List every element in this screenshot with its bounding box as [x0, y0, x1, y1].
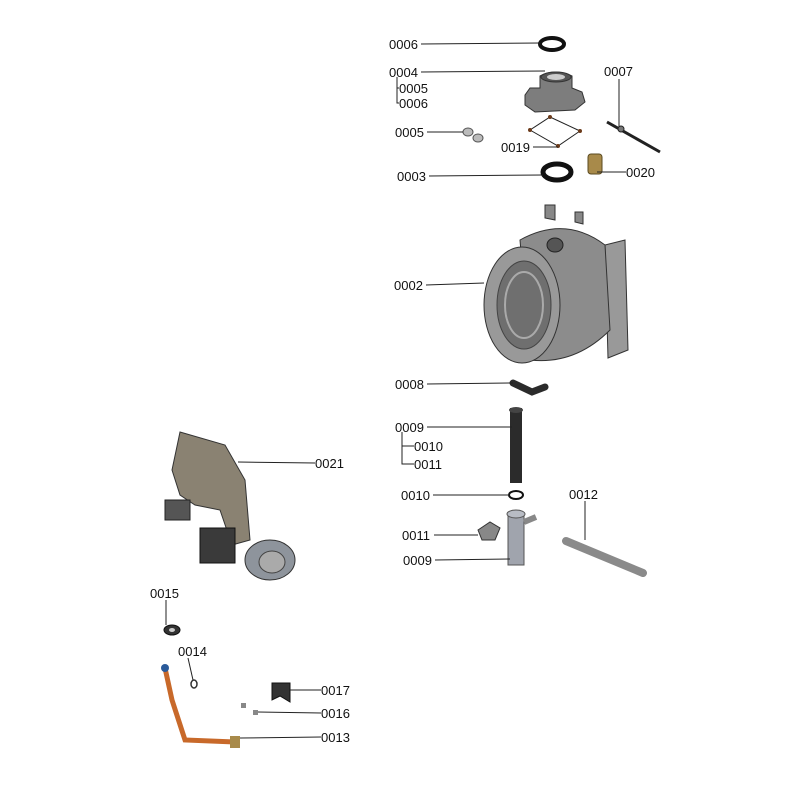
gasket-frame-0019	[528, 115, 582, 148]
label-0011: 0011	[414, 457, 442, 472]
label-0010: 0010	[414, 439, 443, 454]
label-0019: 0019	[501, 140, 530, 155]
label-0014: 0014	[178, 644, 207, 659]
screws-0016	[241, 703, 258, 715]
drain-pipe-0012	[562, 537, 647, 577]
seal-ring-0003	[540, 161, 574, 183]
label-0020: 0020	[626, 165, 655, 180]
caps-0005	[462, 127, 484, 143]
label-0004: 0004	[389, 65, 418, 80]
flue-adapter-0004	[524, 71, 586, 113]
label-0005: 0005	[395, 125, 424, 140]
label-0016: 0016	[321, 706, 350, 721]
label-0013: 0013	[321, 730, 350, 745]
label-0007: 0007	[604, 64, 633, 79]
label-0021: 0021	[315, 456, 344, 471]
label-0005: 0005	[399, 81, 428, 96]
heat-exchanger-0002	[483, 204, 629, 364]
clip-0011	[477, 521, 501, 541]
label-0009: 0009	[395, 420, 424, 435]
washer-0015	[163, 624, 181, 636]
o-ring-0006	[538, 36, 566, 52]
siphon-0009	[506, 509, 538, 566]
label-0009: 0009	[403, 553, 432, 568]
o-ring-0014	[190, 679, 198, 689]
label-0002: 0002	[394, 278, 423, 293]
label-0003: 0003	[397, 169, 426, 184]
air-vent-0020	[587, 153, 603, 175]
label-0006: 0006	[389, 37, 418, 52]
label-0012: 0012	[569, 487, 598, 502]
label-0015: 0015	[150, 586, 179, 601]
label-0008: 0008	[395, 377, 424, 392]
label-0011: 0011	[402, 528, 430, 543]
fan-assembly-0021	[164, 431, 296, 581]
label-0010: 0010	[401, 488, 430, 503]
clip-0017	[271, 682, 291, 703]
condensate-pipe-0009	[509, 407, 523, 483]
elbow-0008	[509, 379, 549, 396]
label-0017: 0017	[321, 683, 350, 698]
label-0006: 0006	[399, 96, 428, 111]
o-ring-0010	[508, 490, 524, 500]
sensor-0007	[606, 120, 661, 154]
gas-pipe-0013	[161, 664, 240, 748]
